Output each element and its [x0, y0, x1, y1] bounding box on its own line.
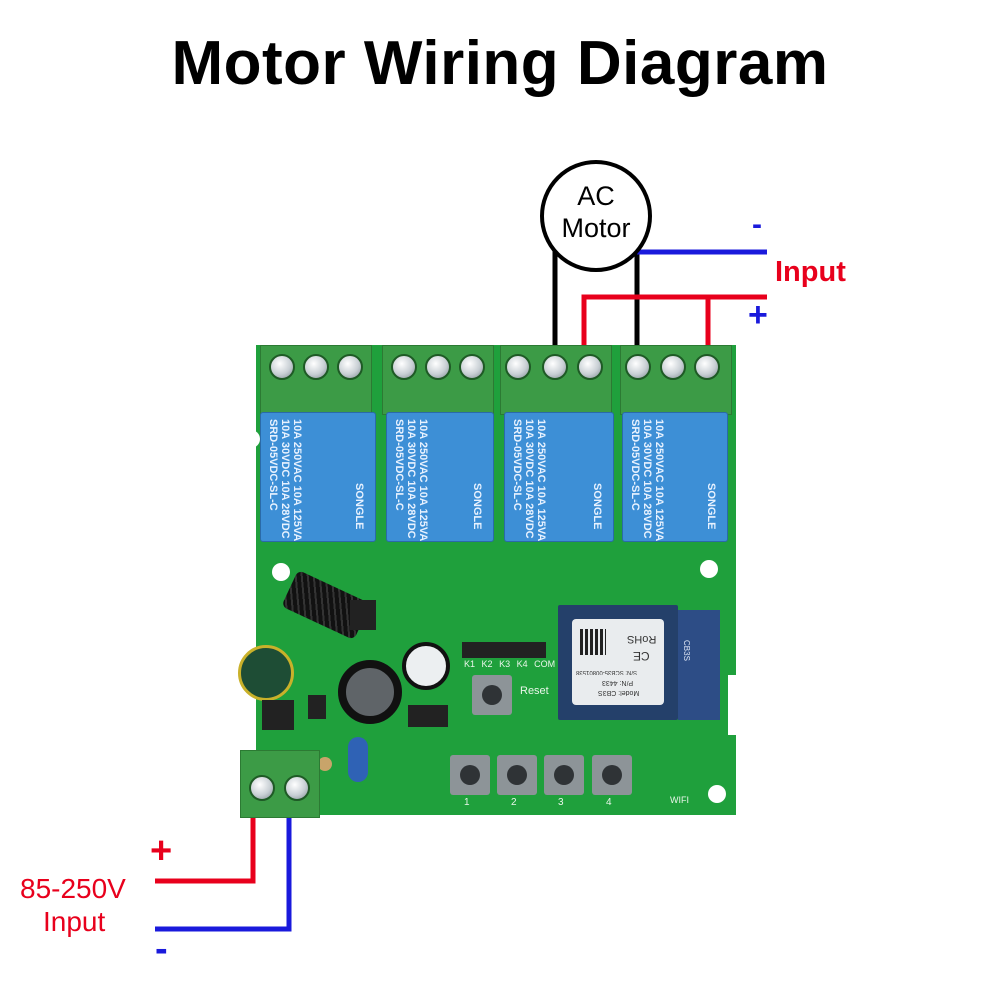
- header-label: K1: [464, 659, 476, 669]
- load-plus-sign: +: [748, 296, 768, 334]
- mounting-hole: [242, 430, 260, 448]
- transistor: [308, 695, 326, 719]
- qr-code: [580, 629, 606, 655]
- power-positive-wire: [155, 793, 256, 884]
- varistor: [348, 737, 368, 782]
- screw-terminal[interactable]: [303, 354, 329, 380]
- inductor: [338, 660, 402, 724]
- header-labels: K1 K2 K3 K4 COM: [464, 659, 555, 669]
- electrolytic-capacitor-small: [402, 642, 450, 690]
- screw-terminal[interactable]: [505, 354, 531, 380]
- load-input-label: Input: [775, 256, 846, 288]
- mounting-hole: [700, 560, 718, 578]
- power-input-terminal: [240, 750, 320, 818]
- pcb-right-lower: [668, 735, 736, 815]
- screw-terminal[interactable]: [391, 354, 417, 380]
- relay2-terminal: [382, 345, 494, 415]
- relay-brand: SONGLE: [591, 483, 603, 530]
- bridge-rectifier: [262, 700, 294, 730]
- wifi-module: RoHS CE S/N: SCB35-00801538 P/N: 4433 Mo…: [558, 605, 678, 720]
- screw-terminal[interactable]: [337, 354, 363, 380]
- reset-label: Reset: [520, 685, 549, 697]
- mounting-hole: [708, 785, 726, 803]
- relay4-terminal: [620, 345, 732, 415]
- electrolytic-capacitor: [238, 645, 294, 701]
- load-minus-sign: -: [752, 208, 762, 241]
- module-shield: RoHS CE S/N: SCB35-00801538 P/N: 4433 Mo…: [572, 619, 664, 705]
- switch-button-4[interactable]: [592, 755, 632, 795]
- relay-board: 10A 250VAC 10A 125VAC 10A 30VDC 10A 28VD…: [238, 345, 743, 820]
- power-input-label: Input: [43, 906, 106, 937]
- relay-spec: 10A 250VAC 10A 125VAC 10A 30VDC 10A 28VD…: [629, 419, 665, 542]
- button-label-2: 2: [511, 797, 517, 808]
- relay-4: 10A 250VAC 10A 125VAC 10A 30VDC 10A 28VD…: [622, 412, 728, 542]
- header-label: K2: [481, 659, 493, 669]
- resistor: [318, 757, 332, 771]
- mounting-hole: [272, 563, 290, 581]
- relay-brand: SONGLE: [471, 483, 483, 530]
- header-label: COM: [534, 659, 556, 669]
- ac-motor-symbol: AC Motor: [540, 160, 652, 272]
- button-label-1: 1: [464, 797, 470, 808]
- screw-terminal[interactable]: [425, 354, 451, 380]
- relay-brand: SONGLE: [705, 483, 717, 530]
- relay-spec: 10A 250VAC 10A 125VAC 10A 30VDC 10A 28VD…: [511, 419, 547, 542]
- relay-brand: SONGLE: [353, 483, 365, 530]
- module-model: Model: CB3S: [598, 689, 640, 696]
- power-negative-wire: [155, 793, 292, 932]
- power-minus-sign: -: [155, 928, 168, 970]
- switch-button-1[interactable]: [450, 755, 490, 795]
- pin-header: [462, 642, 546, 658]
- switch-button-3[interactable]: [544, 755, 584, 795]
- screw-terminal[interactable]: [249, 775, 275, 801]
- button-label-3: 3: [558, 797, 564, 808]
- screw-terminal[interactable]: [694, 354, 720, 380]
- ic-chip: [350, 600, 376, 630]
- screw-terminal[interactable]: [577, 354, 603, 380]
- rohs-mark: RoHS: [626, 633, 656, 645]
- switch-button-2[interactable]: [497, 755, 537, 795]
- screw-terminal[interactable]: [542, 354, 568, 380]
- pcb-right-edge: [728, 345, 736, 675]
- antenna-label: CB3S: [682, 640, 691, 661]
- relay-1: 10A 250VAC 10A 125VAC 10A 30VDC 10A 28VD…: [260, 412, 376, 542]
- screw-terminal[interactable]: [660, 354, 686, 380]
- relay3-terminal: [500, 345, 612, 415]
- motor-label-line1: AC: [577, 181, 615, 211]
- relay-2: 10A 250VAC 10A 125VAC 10A 30VDC 10A 28VD…: [386, 412, 494, 542]
- motor-label-line2: Motor: [561, 213, 631, 243]
- voltage-regulator: [408, 705, 448, 727]
- relay-spec: 10A 250VAC 10A 125VAC 10A 30VDC 10A 28VD…: [393, 419, 429, 542]
- button-label-4: 4: [606, 797, 612, 808]
- ce-mark: CE: [633, 649, 650, 663]
- screw-terminal[interactable]: [459, 354, 485, 380]
- header-label: K4: [516, 659, 528, 669]
- module-pn: P/N: 4433: [602, 679, 634, 686]
- reset-button[interactable]: [472, 675, 512, 715]
- relay-spec: 10A 250VAC 10A 125VAC 10A 30VDC 10A 28VD…: [267, 419, 303, 542]
- pcb-antenna: CB3S: [678, 610, 720, 720]
- screw-terminal[interactable]: [269, 354, 295, 380]
- screw-terminal[interactable]: [625, 354, 651, 380]
- module-sn: S/N: SCB35-00801538: [576, 669, 638, 675]
- wifi-label: WIFI: [670, 795, 689, 805]
- power-voltage-label: 85-250V: [20, 873, 126, 904]
- power-plus-sign: +: [150, 830, 173, 872]
- diagram-title: Motor Wiring Diagram: [171, 29, 829, 98]
- relay-3: 10A 250VAC 10A 125VAC 10A 30VDC 10A 28VD…: [504, 412, 614, 542]
- screw-terminal[interactable]: [284, 775, 310, 801]
- relay1-terminal: [260, 345, 372, 415]
- header-label: K3: [499, 659, 511, 669]
